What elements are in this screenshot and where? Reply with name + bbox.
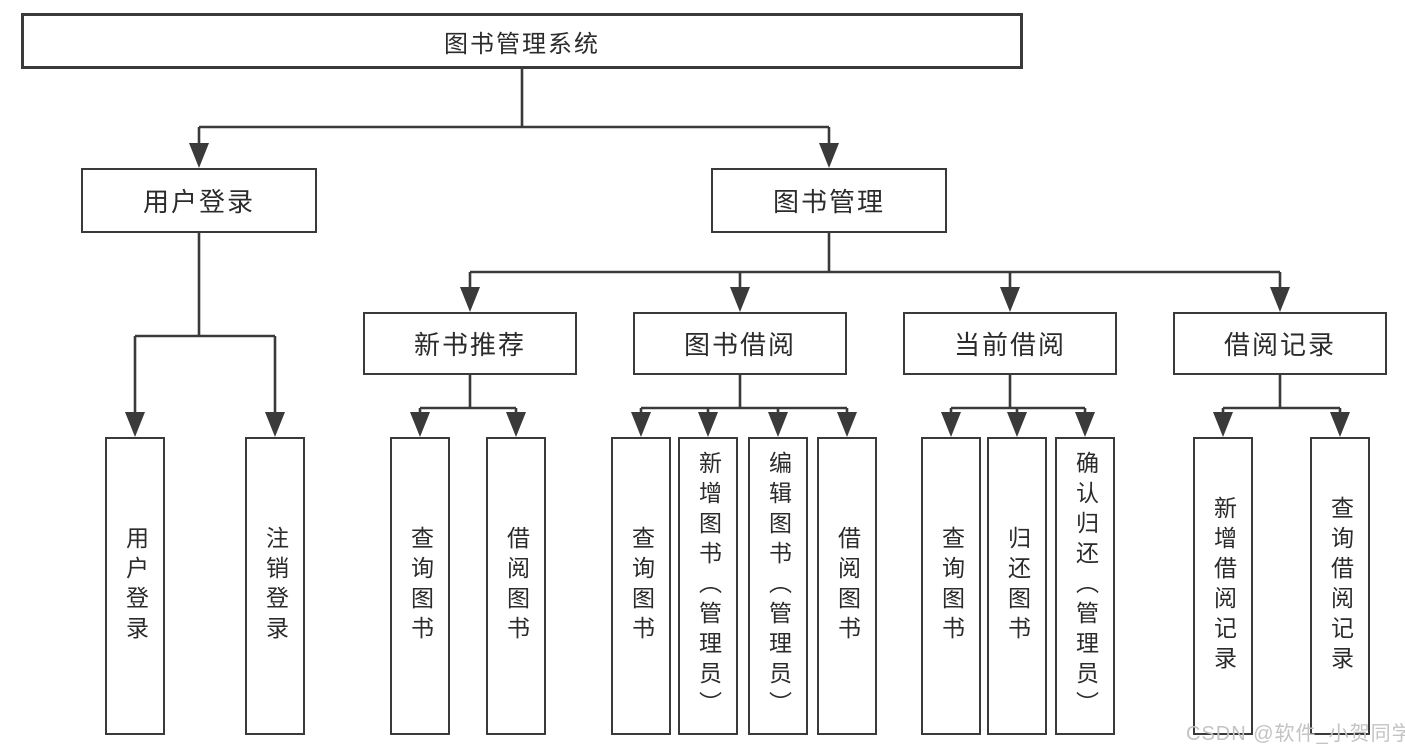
leaf-query-books-borrow: 查询图书	[611, 437, 671, 735]
leaf-confirm-return-admin: 确认归还（管理员）	[1055, 437, 1115, 735]
leaf-query-books-recommend-label: 查询图书	[407, 526, 434, 646]
leaf-borrow-books-recommend-label: 借阅图书	[503, 526, 530, 646]
node-book-borrow: 图书借阅	[633, 312, 847, 375]
leaf-user-login-label: 用户登录	[122, 526, 149, 646]
connector-new-book	[418, 375, 518, 418]
node-current-borrow: 当前借阅	[903, 312, 1117, 375]
leaf-add-borrow-record-label: 新增借阅记录	[1210, 496, 1237, 676]
leaf-add-books-admin-label: 新增图书（管理员）	[695, 451, 722, 721]
leaf-add-borrow-record: 新增借阅记录	[1193, 437, 1253, 735]
node-book-management: 图书管理	[711, 168, 947, 233]
leaf-logout: 注销登录	[245, 437, 305, 735]
connector-book-management	[468, 233, 1282, 292]
leaf-borrow-books-recommend: 借阅图书	[486, 437, 546, 735]
leaf-user-login: 用户登录	[105, 437, 165, 735]
leaf-edit-books-admin: 编辑图书（管理员）	[748, 437, 808, 735]
node-new-book-recommend: 新书推荐	[363, 312, 577, 375]
connector-user-login	[133, 233, 277, 418]
node-root: 图书管理系统	[21, 13, 1023, 69]
leaf-borrow-books-label: 借阅图书	[834, 526, 861, 646]
node-user-login-label: 用户登录	[142, 187, 255, 217]
leaf-return-books: 归还图书	[987, 437, 1047, 735]
leaf-query-books-recommend: 查询图书	[390, 437, 450, 735]
leaf-borrow-books: 借阅图书	[817, 437, 877, 735]
csdn-watermark: CSDN @软件_小贺同学	[1186, 723, 1405, 745]
connector-borrow-records	[1221, 375, 1342, 418]
node-borrow-records-label: 借阅记录	[1223, 330, 1336, 360]
node-root-label: 图书管理系统	[444, 30, 600, 58]
leaf-query-books-current-label: 查询图书	[938, 526, 965, 646]
node-book-borrow-label: 图书借阅	[683, 330, 796, 360]
leaf-query-borrow-record: 查询借阅记录	[1310, 437, 1370, 735]
leaf-query-books-borrow-label: 查询图书	[628, 526, 655, 646]
node-borrow-records: 借阅记录	[1173, 312, 1387, 375]
node-new-book-recommend-label: 新书推荐	[413, 330, 526, 360]
leaf-query-books-current: 查询图书	[921, 437, 981, 735]
connector-current-borrow	[949, 375, 1087, 418]
leaf-logout-label: 注销登录	[262, 526, 289, 646]
node-current-borrow-label: 当前借阅	[953, 330, 1066, 360]
connector-root	[197, 69, 831, 148]
leaf-query-borrow-record-label: 查询借阅记录	[1327, 496, 1354, 676]
node-book-management-label: 图书管理	[772, 187, 885, 217]
leaf-edit-books-admin-label: 编辑图书（管理员）	[765, 451, 792, 721]
leaf-return-books-label: 归还图书	[1004, 526, 1031, 646]
node-user-login: 用户登录	[81, 168, 317, 233]
connector-book-borrow	[639, 375, 849, 418]
leaf-confirm-return-admin-label: 确认归还（管理员）	[1072, 451, 1099, 721]
leaf-add-books-admin: 新增图书（管理员）	[678, 437, 738, 735]
